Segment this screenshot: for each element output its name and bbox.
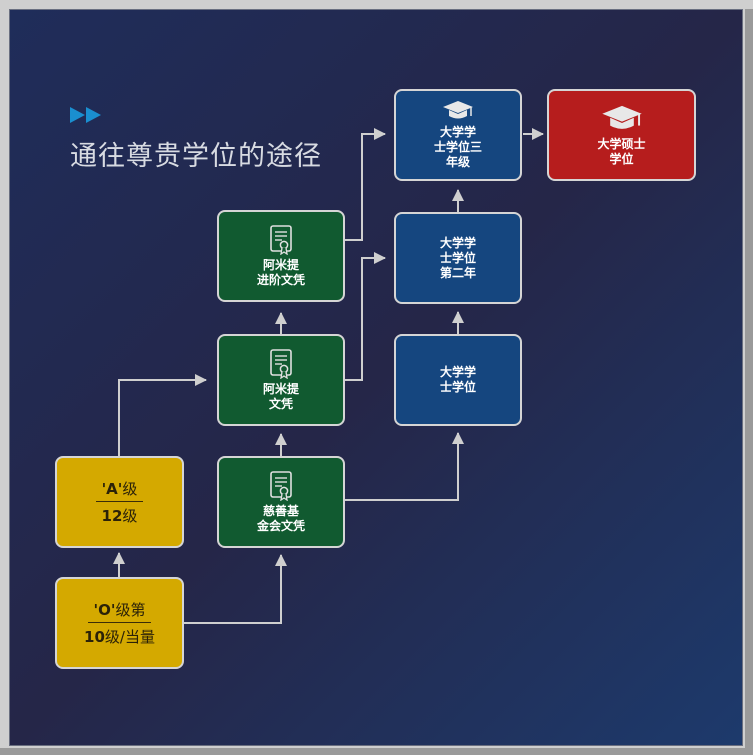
arrow-olevel-to-foundation (184, 554, 287, 624)
graduation-cap-icon (443, 101, 473, 119)
certificate-icon (270, 224, 292, 255)
arrow-amity-advanced-to-bachelor-y3 (345, 128, 386, 241)
bottom-edge-stripe (0, 748, 753, 755)
bachelor-year-3-label: 大学学 士学位三 年级 (433, 125, 482, 169)
node-amity-diploma: 阿米提 文凭 (217, 334, 345, 426)
a-level-grade-suffix: 级 (122, 506, 138, 525)
fast-forward-icon (70, 107, 101, 123)
page-title: 通往尊贵学位的途径 (70, 141, 322, 172)
masters-degree-label: 大学硕士 学位 (597, 136, 646, 166)
amity-diploma-label: 阿米提 文凭 (262, 381, 299, 411)
node-o-level: 'O'级第 10级/当量 (55, 577, 184, 669)
arrow-foundation-to-bachelor-y1 (345, 432, 464, 501)
node-bachelor-year-3: 大学学 士学位三 年级 (394, 89, 522, 181)
node-amity-advanced-diploma: 阿米提 进阶文凭 (217, 210, 345, 302)
certificate-icon (270, 348, 292, 379)
bachelor-year-2-label: 大学学 士学位 第二年 (439, 235, 476, 280)
node-a-level: 'A'级 12级 (55, 456, 184, 548)
amity-advanced-diploma-label: 阿米提 进阶文凭 (256, 257, 305, 287)
bachelor-year-1-label: 大学学 士学位 (439, 365, 476, 394)
node-bachelor-year-1: 大学学 士学位 (394, 334, 522, 426)
o-level-prefix: 'O' (93, 600, 116, 619)
a-level-grade: 12 (101, 506, 123, 525)
o-level-suffix: 级第 (115, 600, 146, 619)
right-edge-stripe (745, 9, 753, 749)
a-level-prefix: 'A' (101, 479, 123, 498)
a-level-suffix: 级 (122, 479, 138, 498)
foundation-certificate-label: 慈善基 金会文凭 (256, 503, 305, 533)
node-masters-degree: 大学硕士 学位 (547, 89, 696, 181)
certificate-icon (270, 470, 292, 501)
node-foundation-certificate: 慈善基 金会文凭 (217, 456, 345, 548)
graduation-cap-icon (601, 105, 642, 129)
o-level-grade-suffix: 级/当量 (104, 627, 155, 646)
arrow-amity-diploma-to-bachelor-y2 (345, 252, 386, 381)
arrow-alevel-to-amity-diploma (118, 374, 207, 456)
o-level-grade: 10 (84, 627, 105, 646)
node-bachelor-year-2: 大学学 士学位 第二年 (394, 212, 522, 304)
